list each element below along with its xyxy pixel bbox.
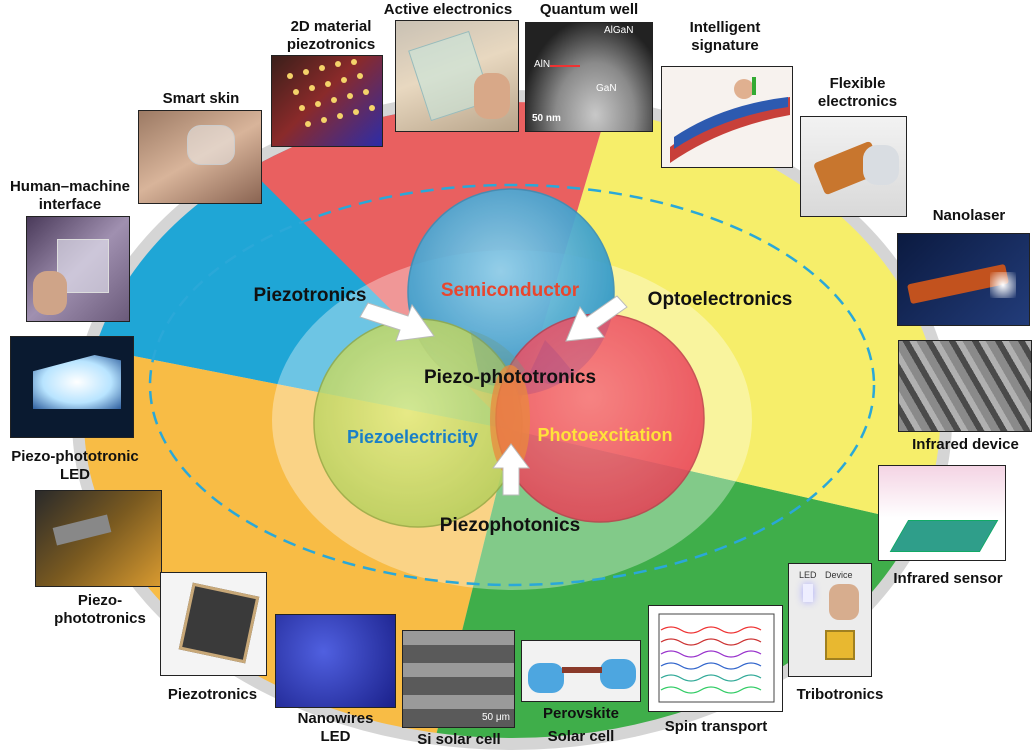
gan-label: GaN (596, 83, 617, 94)
overlap-blue-pink (530, 340, 575, 385)
finger (474, 73, 510, 119)
sensor-array (889, 520, 999, 552)
label-spin-transport: Spin transport (664, 718, 768, 735)
photo-piezo-led (10, 336, 134, 438)
photo-tribotronics: LED Device (788, 563, 872, 677)
led-glow (33, 355, 121, 409)
label-nanowires-2: LED (320, 728, 351, 745)
label-piezotronics-app: Piezotronics (167, 686, 258, 703)
label-nanolaser: Nanolaser (932, 207, 1006, 224)
label-smart-skin: Smart skin (162, 90, 240, 107)
photo-piezotronics (160, 572, 267, 676)
photo-quantum-well: AlGaN AlN GaN 50 nm (525, 22, 653, 132)
scale-50um: 50 μm (482, 712, 510, 723)
led-glow (803, 584, 813, 602)
label-piezo-led-1: Piezo-phototronic (11, 448, 139, 465)
chip (178, 582, 260, 664)
label-piezo-photo-1: Piezo- (77, 592, 123, 609)
aln-label: AlN (534, 59, 551, 70)
photo-intelligent-signature (661, 66, 793, 168)
photo-infrared-sensor (878, 465, 1006, 561)
label-infrared-device: Infrared device (912, 436, 1019, 453)
label-tribotronics: Tribotronics (796, 686, 884, 703)
label-perovskite-1: Perovskite (543, 705, 619, 722)
label-perovskite-2: Solar cell (547, 728, 615, 745)
label-infrared-sensor: Infrared sensor (893, 570, 1003, 587)
overlap-center (490, 365, 530, 475)
photo-nanowires-led (275, 614, 396, 708)
piezophotonics-field-label: Piezophotonics (439, 515, 581, 536)
photo-spin-transport (648, 605, 783, 712)
device-text: Device (825, 570, 853, 580)
fingertip (33, 271, 67, 315)
device-pad (825, 630, 855, 660)
photo-si-solar-cell: 50 μm (402, 630, 515, 728)
label-human-machine-1: Human–machine (9, 178, 131, 195)
core-label: Piezo-phototronics (423, 367, 597, 388)
piezotronics-field-label: Piezotronics (253, 285, 367, 306)
label-flexible-1: Flexible (829, 75, 886, 92)
label-human-machine-2: interface (38, 196, 102, 213)
label-intelligent-1: Intelligent (689, 19, 761, 36)
photo-infrared-device (898, 340, 1032, 432)
photo-piezo-phototronics (35, 490, 162, 587)
finger (829, 584, 859, 620)
label-flexible-2: electronics (817, 93, 898, 110)
label-intelligent-2: signature (691, 37, 759, 54)
dashed-ellipse (148, 183, 876, 587)
scale-50nm: 50 nm (532, 113, 561, 124)
photo-perovskite (521, 640, 641, 702)
label-nanowires-1: Nanowires (297, 710, 374, 727)
label-2d-material-2: piezotronics (286, 36, 376, 53)
optoelectronics-field-label: Optoelectronics (647, 289, 793, 310)
photo-active-electronics (395, 20, 519, 132)
glove-right (600, 659, 636, 689)
laser-glow (990, 272, 1016, 298)
photo-flexible-electronics (800, 116, 907, 217)
arrow-piezophotonics (492, 443, 530, 496)
arrow-optoelectronics (565, 295, 628, 342)
piezoelectricity-label: Piezoelectricity (346, 427, 479, 447)
arrow-piezotronics (359, 302, 435, 342)
spin-plot (658, 613, 775, 703)
label-piezo-photo-2: phototronics (54, 610, 146, 627)
aln-arrow (550, 65, 580, 67)
gloved-finger (863, 145, 899, 185)
photo-human-machine (26, 216, 130, 322)
photo-2d-material (271, 55, 383, 147)
signature-graphic (670, 77, 790, 163)
led-text: LED (799, 570, 817, 580)
lattice-graphic (287, 59, 375, 127)
photo-smart-skin (138, 110, 262, 204)
skin-patch (187, 125, 235, 165)
algan-label: AlGaN (604, 25, 634, 36)
label-active-electronics: Active electronics (383, 1, 513, 18)
glove-left (528, 663, 564, 693)
label-si-solar: Si solar cell (417, 731, 501, 748)
label-quantum-well: Quantum well (539, 1, 639, 18)
label-piezo-led-2: LED (60, 466, 90, 483)
perovskite-film (562, 667, 602, 673)
photoexcitation-label: Photoexcitation (537, 425, 673, 445)
probe (52, 514, 112, 546)
semiconductor-label: Semiconductor (440, 280, 580, 301)
label-2d-material-1: 2D material (290, 18, 372, 35)
photo-nanolaser (897, 233, 1030, 326)
